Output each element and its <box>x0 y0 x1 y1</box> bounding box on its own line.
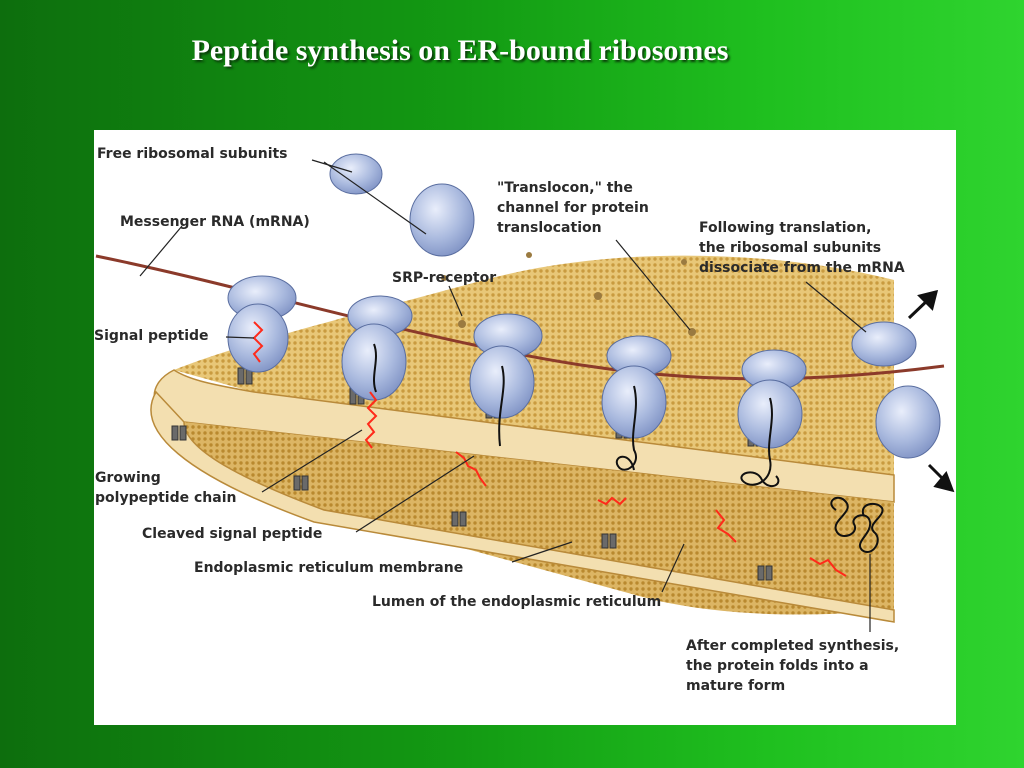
label-er-membrane: Endoplasmic reticulum membrane <box>194 560 464 576</box>
bound-ribosome-5 <box>737 349 807 449</box>
label-srp-receptor: SRP-receptor <box>392 270 497 286</box>
label-following-3: dissociate from the mRNA <box>699 260 905 276</box>
label-signal-peptide: Signal peptide <box>94 328 209 344</box>
label-following-2: the ribosomal subunits <box>699 240 882 256</box>
er-membrane-edge <box>153 369 895 503</box>
label-growing-1: Growing <box>95 470 161 486</box>
label-translocon-3: translocation <box>497 220 602 236</box>
label-growing-2: polypeptide chain <box>95 490 237 506</box>
dissociation-arrows <box>907 289 955 493</box>
dissociated-subunit-large <box>875 385 941 459</box>
label-cleaved-signal-peptide: Cleaved signal peptide <box>142 526 323 542</box>
dissociated-subunit-small <box>851 321 917 367</box>
label-following-1: Following translation, <box>699 220 872 236</box>
bound-ribosome-4 <box>601 335 672 439</box>
signal-peptides <box>252 321 847 577</box>
label-after-1: After completed synthesis, <box>686 638 900 654</box>
polypeptide-chains <box>373 343 884 553</box>
srp-receptors <box>441 252 696 336</box>
label-free-subunits: Free ribosomal subunits <box>97 146 288 162</box>
leader-lines <box>139 159 871 632</box>
label-mrna: Messenger RNA (mRNA) <box>120 214 310 230</box>
bound-ribosome-1 <box>227 275 297 373</box>
label-translocon-2: channel for protein <box>497 200 649 216</box>
label-after-3: mature form <box>686 678 786 694</box>
er-diagram <box>95 153 955 632</box>
slide-title: Peptide synthesis on ER-bound ribosomes <box>191 34 729 67</box>
free-subunit-small <box>329 153 383 195</box>
er-upper-surface <box>174 255 894 475</box>
er-lumen <box>184 422 894 615</box>
bound-ribosome-3 <box>469 313 543 419</box>
label-translocon-1: "Translocon," the <box>497 180 633 196</box>
diagram-panel: Free ribosomal subunits Messenger RNA (m… <box>94 130 956 725</box>
free-subunit-large <box>409 183 475 257</box>
er-lower-edge <box>150 390 895 623</box>
label-after-2: the protein folds into a <box>686 658 869 674</box>
bound-ribosome-2 <box>341 295 413 401</box>
label-lumen: Lumen of the endoplasmic reticulum <box>372 594 662 610</box>
